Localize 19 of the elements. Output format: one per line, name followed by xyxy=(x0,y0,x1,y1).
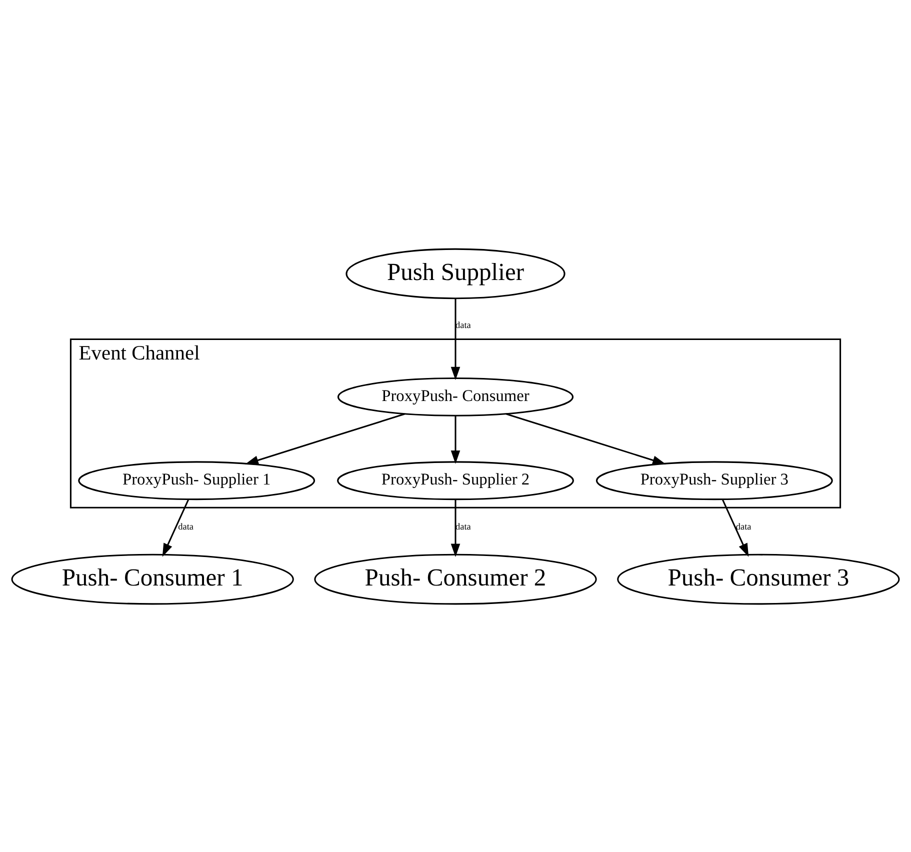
arrow xyxy=(506,412,666,464)
node-ellipse: ProxyPush- Supplier 3 xyxy=(596,460,833,500)
arrow xyxy=(245,412,405,464)
edge-label: data xyxy=(456,320,471,330)
node-ellipse: ProxyPush- Supplier 1 xyxy=(78,460,316,500)
node-ellipse: Push- Consumer 2 xyxy=(314,553,597,604)
edge-label: data xyxy=(736,520,752,531)
node-ellipse: Push Supplier xyxy=(346,248,566,299)
node-ellipse: ProxyPush- Consumer xyxy=(337,376,574,416)
node-ellipse: ProxyPush- Supplier 2 xyxy=(337,460,574,500)
node-ellipse: Push- Consumer 3 xyxy=(617,553,900,604)
arrow xyxy=(722,499,749,556)
arrow xyxy=(450,416,460,464)
edge-label: data xyxy=(456,520,471,531)
arrow xyxy=(450,298,460,380)
edge-label: data xyxy=(178,520,194,531)
arrow xyxy=(162,499,189,556)
arrow xyxy=(450,499,460,557)
node-ellipse: Push- Consumer 1 xyxy=(11,553,294,604)
